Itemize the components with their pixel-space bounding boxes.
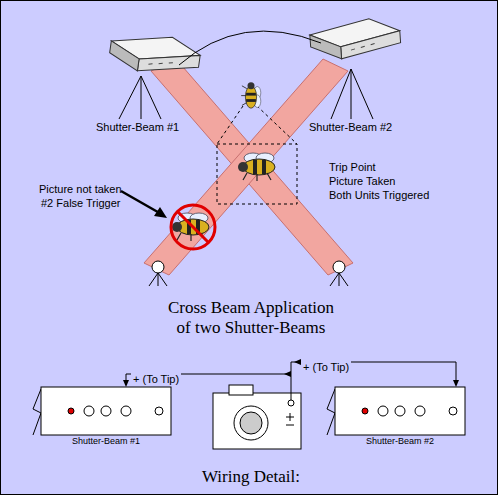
- unit-label: Shutter-Beam #1: [41, 436, 171, 446]
- title: Cross Beam Application of two Shutter-Be…: [165, 298, 337, 337]
- callout-text: Trip Point: [329, 161, 376, 174]
- shutter-beam-unit: Shutter-Beam #2: [335, 387, 465, 449]
- unit-label: Shutter-Beam #2: [335, 436, 465, 446]
- callout-text: Shutter-Beam #2: [309, 121, 392, 134]
- callout-text: #2 False Trigger: [41, 197, 120, 210]
- section-heading: Wiring Detail:: [202, 467, 300, 487]
- callout-text: Both Units Triggered: [329, 189, 429, 202]
- shutter-beam-unit: Shutter-Beam #1: [41, 387, 171, 449]
- callout-text: Picture Taken: [329, 175, 395, 188]
- wire-label: + (To Tip): [131, 373, 181, 386]
- callout-text: Picture not taken: [39, 183, 122, 196]
- wire-label: + (To Tip): [301, 361, 351, 374]
- callout-text: Shutter-Beam #1: [96, 121, 179, 134]
